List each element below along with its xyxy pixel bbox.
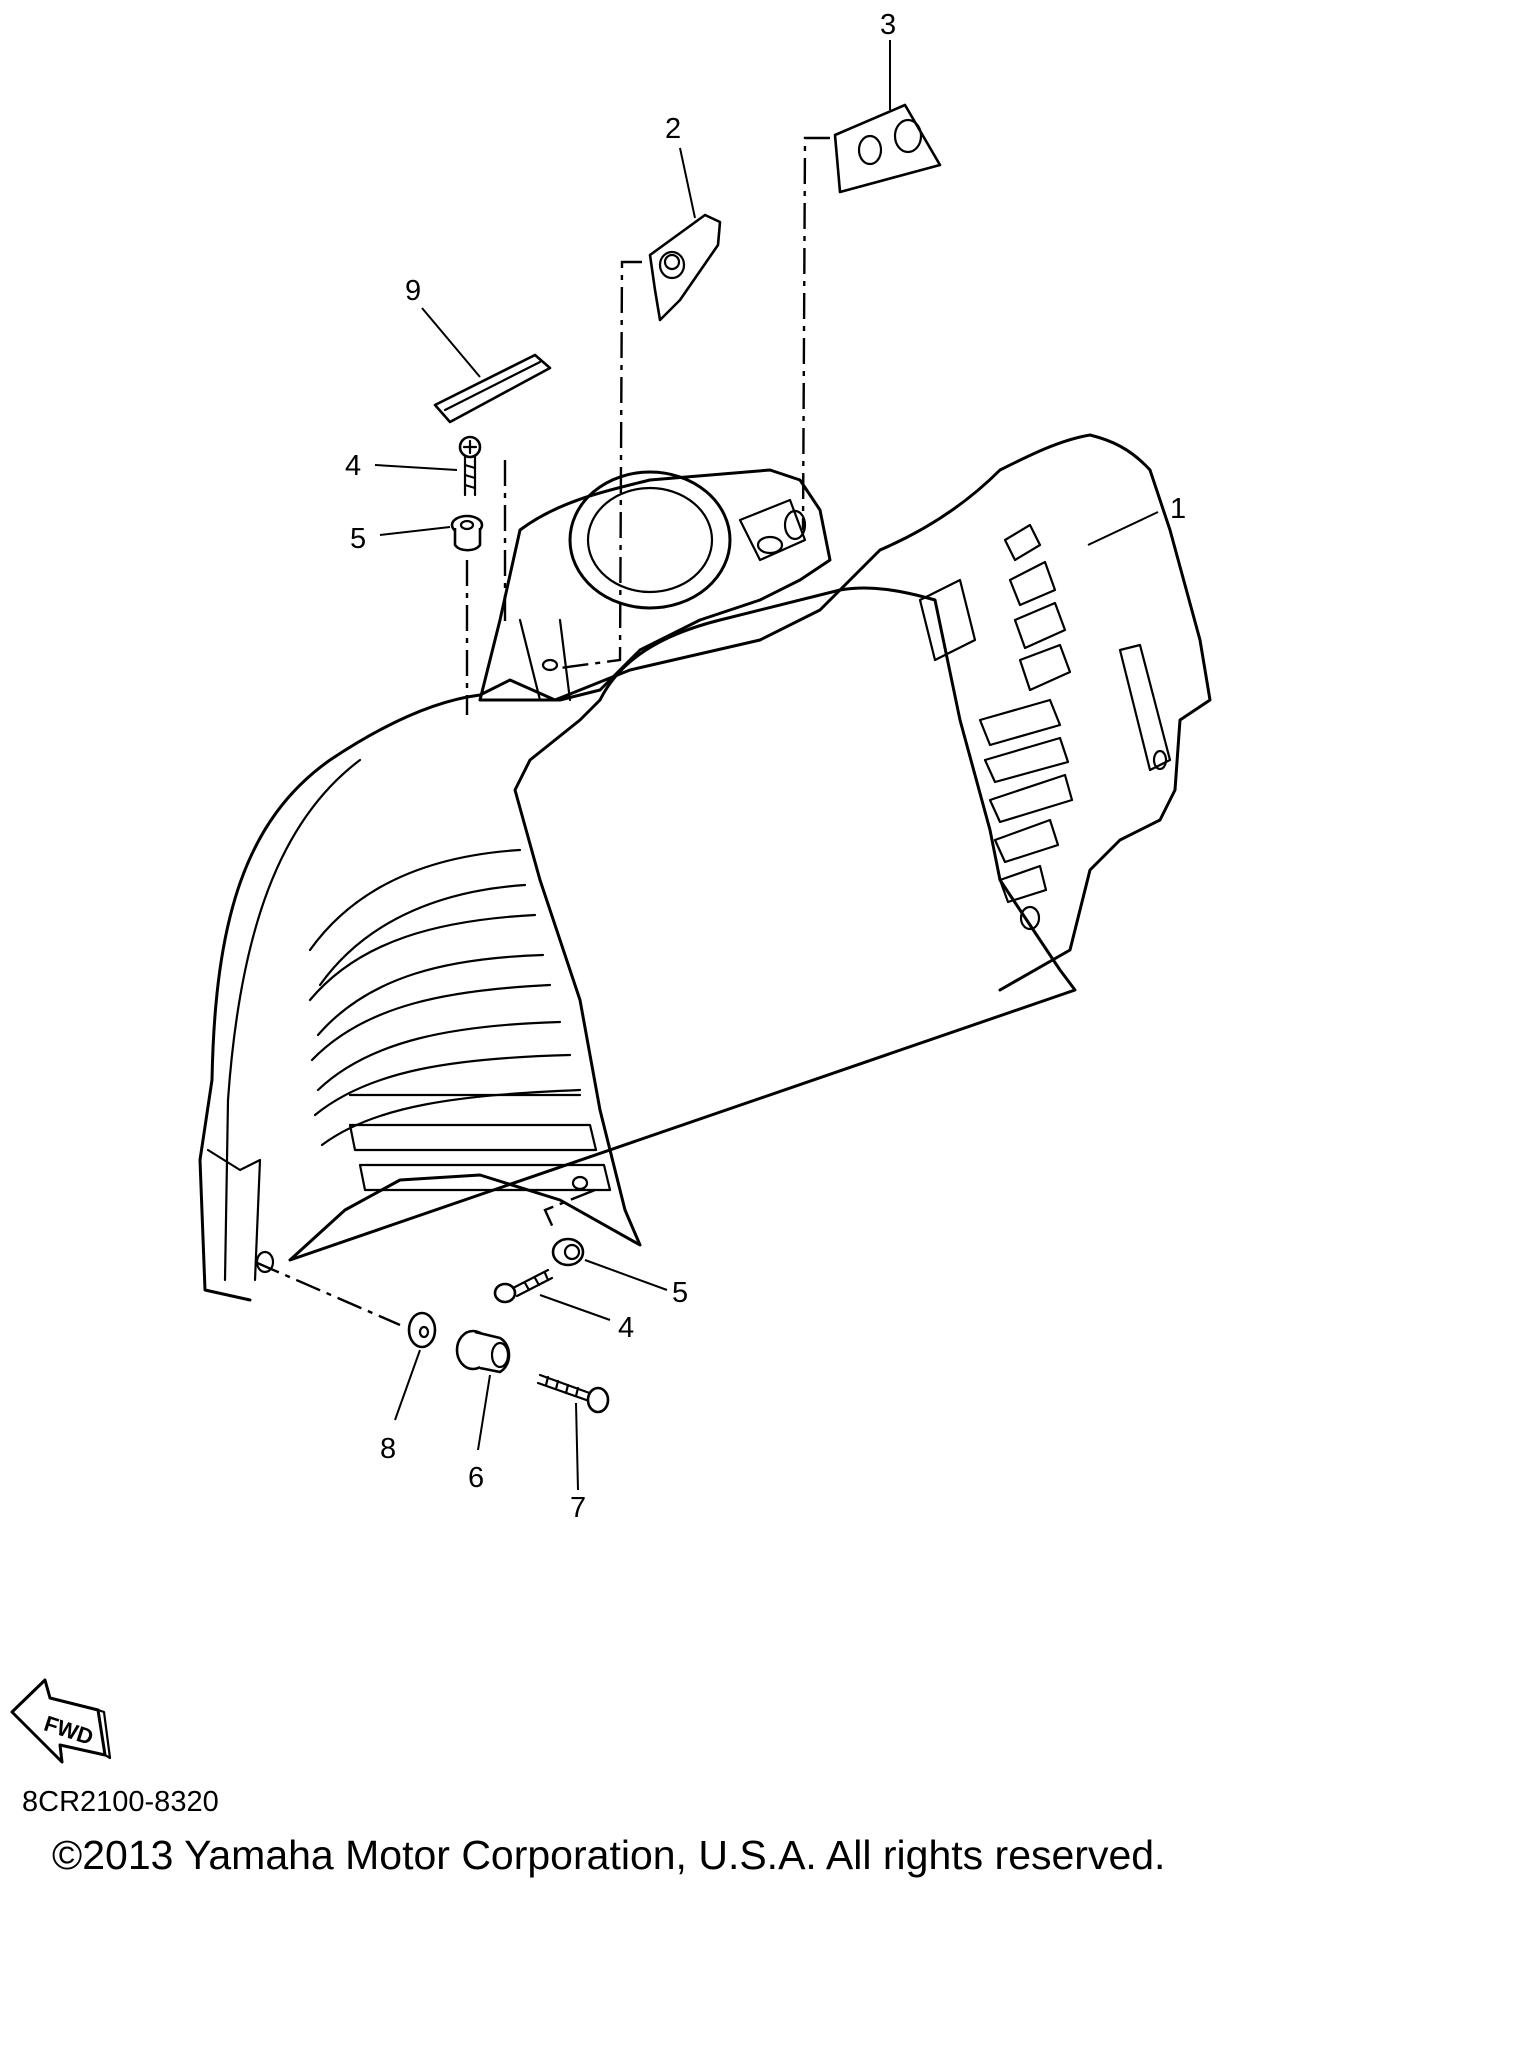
strip-part-9 <box>433 353 552 424</box>
grommet-upper-part-5 <box>450 514 484 552</box>
callout-8: 8 <box>380 1433 396 1465</box>
leader-lines <box>374 40 1159 1491</box>
fwd-label: FWD <box>41 1711 96 1750</box>
bracket-part-2 <box>648 213 722 322</box>
callout-labels: 1 2 3 9 4 5 5 4 8 6 7 <box>345 9 1186 1524</box>
callout-2: 2 <box>665 113 681 145</box>
collar-part-6 <box>455 1329 511 1374</box>
callout-7: 7 <box>570 1492 586 1524</box>
diagram-code: 8CR2100-8320 <box>22 1786 219 1818</box>
callout-5-upper: 5 <box>350 523 366 555</box>
screw-lower-part-4 <box>493 1268 554 1304</box>
screw-upper-part-4 <box>458 435 482 497</box>
washer-part-8 <box>407 1311 437 1349</box>
bolt-part-7 <box>536 1373 610 1414</box>
callout-6: 6 <box>468 1462 484 1494</box>
grommet-lower-part-5 <box>551 1237 585 1267</box>
assembly-lines <box>254 136 830 1327</box>
callout-4-upper: 4 <box>345 450 361 482</box>
callout-3: 3 <box>880 9 896 41</box>
callout-1: 1 <box>1170 493 1186 525</box>
front-cover-part-1 <box>198 433 1212 1302</box>
callout-5-lower: 5 <box>672 1277 688 1309</box>
callout-4-lower: 4 <box>618 1312 634 1344</box>
copyright-notice: ©2013 Yamaha Motor Corporation, U.S.A. A… <box>52 1832 1166 1878</box>
callout-9: 9 <box>405 275 421 307</box>
fwd-arrow-icon: FWD <box>10 1678 112 1764</box>
plate-part-3 <box>833 103 942 194</box>
